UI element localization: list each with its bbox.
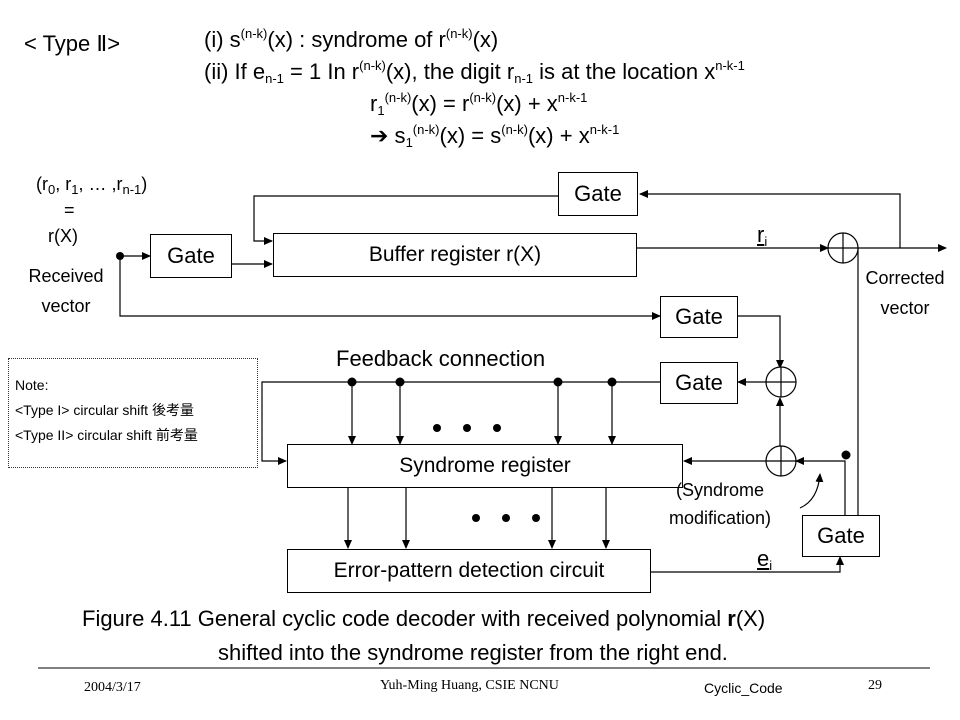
input-rx: r(X) xyxy=(48,226,78,246)
gate-feedback: Gate xyxy=(660,362,738,404)
footer-page: 29 xyxy=(868,678,882,693)
note-title: Note: xyxy=(15,377,49,393)
modification-arrow xyxy=(799,473,824,509)
feedback-connection-label: Feedback connection xyxy=(336,346,546,371)
note-box: Note: <Type I> circular shift 後考量 <Type … xyxy=(8,358,258,468)
buffer-register: Buffer register r(X) xyxy=(273,233,637,277)
note-line-1: <Type I> circular shift 後考量 xyxy=(15,402,194,418)
top-gate-feedback xyxy=(253,195,558,245)
footer-author: Yuh-Ming Huang, CSIE NCNU xyxy=(380,678,559,693)
error-pattern-circuit: Error-pattern detection circuit xyxy=(287,549,651,593)
input-equals: = xyxy=(64,200,75,220)
footer-date: 2004/3/17 xyxy=(84,680,141,695)
footer-topic: Cyclic_Code xyxy=(704,680,783,696)
corrected-vector-label: vector xyxy=(880,298,930,318)
line-condition: (ii) If en-1 = 1 In r(n-k)(x), the digit… xyxy=(204,58,745,86)
note-line-2: <Type II> circular shift 前考量 xyxy=(15,427,198,443)
received-label: Received xyxy=(28,266,104,286)
line-s1: ➔ s1(n-k)(x) = s(n-k)(x) + xn-k-1 xyxy=(370,122,620,150)
mid-gate-to-xor xyxy=(737,315,784,369)
type-label: < Type Ⅱ> xyxy=(24,31,121,56)
implies-arrow-icon: ➔ xyxy=(370,123,389,148)
received-vector-label: vector xyxy=(41,296,91,316)
corrected-label: Corrected xyxy=(865,268,945,288)
output-feedback xyxy=(639,190,901,248)
ri-label: ri xyxy=(757,222,768,249)
line-r1: r1(n-k)(x) = r(n-k)(x) + xn-k-1 xyxy=(370,90,588,118)
syndrome-register: Syndrome register xyxy=(287,444,683,488)
syndrome-mod-label-2: modification) xyxy=(668,508,772,528)
line-syndrome-def: (i) s(n-k)(x) : syndrome of r(n-k)(x) xyxy=(204,26,499,52)
syndrome-mod-label-1: (Syndrome xyxy=(675,480,765,500)
gate-mid: Gate xyxy=(660,296,738,338)
error-to-gate xyxy=(651,556,844,573)
gate-input: Gate xyxy=(150,234,232,278)
input-tuple: (r0, r1, … ,rn-1) xyxy=(36,174,148,197)
bottom-gate-output xyxy=(795,457,846,516)
figure-caption-line-2: shifted into the syndrome register from … xyxy=(218,640,728,665)
ei-label: ei xyxy=(757,546,773,573)
input-to-mid-gate xyxy=(119,256,661,320)
gate-bottom: Gate xyxy=(802,515,880,557)
gate-top: Gate xyxy=(558,172,638,216)
figure-caption-line-1: Figure 4.11 General cyclic code decoder … xyxy=(82,606,766,631)
feedback-line xyxy=(261,381,660,465)
